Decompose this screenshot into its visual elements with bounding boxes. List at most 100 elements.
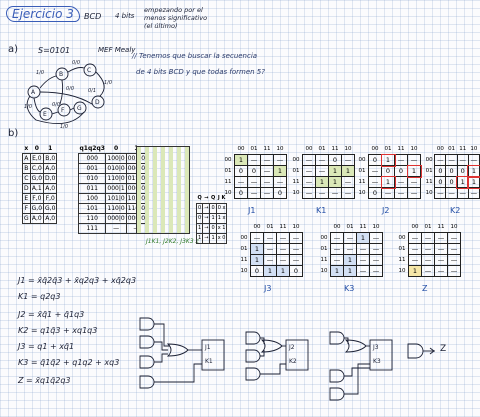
table-row: 11———— [396,254,461,266]
kmap-row-label: 10 [240,268,248,274]
st-header: 1 [48,145,53,152]
svg-text:E: E [43,111,47,118]
kmap-row-label: 00 [398,235,406,241]
table-row: 00———— [238,232,303,244]
ff-label-j3: J3 [373,344,379,351]
kmap-col-label: 00 [333,224,341,230]
kmap-row-label: 10 [358,190,366,196]
kmap-row-label: 11 [240,257,248,263]
part-b-label: b) [8,128,19,139]
svg-text:G: G [77,105,82,112]
edge-label: 0/0 [72,60,81,66]
exercise-title: Ejercicio 3 [6,6,80,22]
kmap-col-label: 00 [411,224,419,230]
kmap-row-label: 10 [224,190,232,196]
equation-k2: K2 = q1q̄3 + xq1q3 [18,326,98,335]
kmap-row-label: 10 [398,268,406,274]
kmap-caption: Z [422,284,428,293]
ct-cell: 111 [77,223,107,234]
kmap-cell: — [302,187,316,199]
table-row: 00———— [396,232,461,244]
kmap-row-label: 01 [224,168,232,174]
svg-text:C: C [87,67,91,74]
ex-header: → [204,195,209,201]
kmap-cell: 1 [356,232,370,244]
kmap-col-label: 01 [424,224,432,230]
ff-label-j2: J2 [289,344,295,351]
equation-j2: J2 = x̄q̄1 + q̄1q3 [18,310,85,319]
kmap-cell: 0 [234,187,248,199]
kmap-row-label: 01 [358,168,366,174]
kmap-row-label: 10 [425,190,433,196]
kmap-caption: J2 [382,206,390,215]
kmap-cell: — [381,187,395,199]
kmap-cell: 1 [330,265,344,277]
edge-label: 1/0 [104,80,113,86]
st-header: 0 [34,145,39,152]
kmap-col-label: 10 [344,146,352,152]
kmap-col-label: 01 [266,224,274,230]
table-row: 11—1—— [318,254,383,266]
kmap-cell: — [369,265,383,277]
ex-cell: 1 [195,233,204,244]
kmap-row-label: 10 [320,268,328,274]
edge-label: 0/0 [66,86,75,92]
kmap-cell: — [369,243,383,255]
ff-label-k2: K2 [289,358,297,365]
table-row: 00———— [424,154,480,166]
kmap-cell: — [260,187,274,199]
ct-header: 0 [113,145,119,152]
kmap-col-label: 01 [318,146,326,152]
kmap-row-label: 11 [224,179,232,185]
kmap-row-label: 11 [398,257,406,263]
edge-label: 1/0 [60,124,69,130]
kmap-col-label: 10 [372,224,380,230]
ff-label-k3: K3 [373,358,381,365]
kmap-col-label: 11 [331,146,339,152]
table-row: 00——1— [318,232,383,244]
equation-k3: K3 = q̄1q̄2 + q1q2 + xq3 [18,358,120,367]
kmap-col-label: 00 [436,146,444,152]
ff-label-j1: J1 [205,344,211,351]
kmap-cell: 0 [289,265,303,277]
st-header: x [24,145,29,152]
ex-cell: 1 [209,233,217,244]
machine-type: MEF Mealy [98,46,136,54]
kmap-cell: 1 [273,165,287,177]
kmap-caption: K1 [316,206,327,215]
equation-k1: K1 = q2q3 [18,292,61,301]
kmap-caption: K3 [344,284,355,293]
svg-text:B: B [59,71,63,78]
ff-label-k1: K1 [205,358,213,365]
kmap-col-label: 11 [459,146,467,152]
equation-j1: J1 = x̄q̄2q̄3 + x̄q2q3 + xq̄2q3 [18,276,137,285]
kmap-cell: — [445,187,458,199]
kmap-row-label: 00 [425,157,433,163]
ct-header: q1q2q3 [79,145,105,152]
kmap-col-label: 10 [292,224,300,230]
kmap-col-label: 10 [276,146,284,152]
kmap-col-label: 01 [448,146,456,152]
ex-header: J K [217,195,226,201]
svg-text:A: A [31,89,36,96]
equation-j3: J3 = q1 + xq̄1 [18,342,75,351]
kmap-cell: 1 [341,165,355,177]
kmap-col-label: 11 [437,224,445,230]
